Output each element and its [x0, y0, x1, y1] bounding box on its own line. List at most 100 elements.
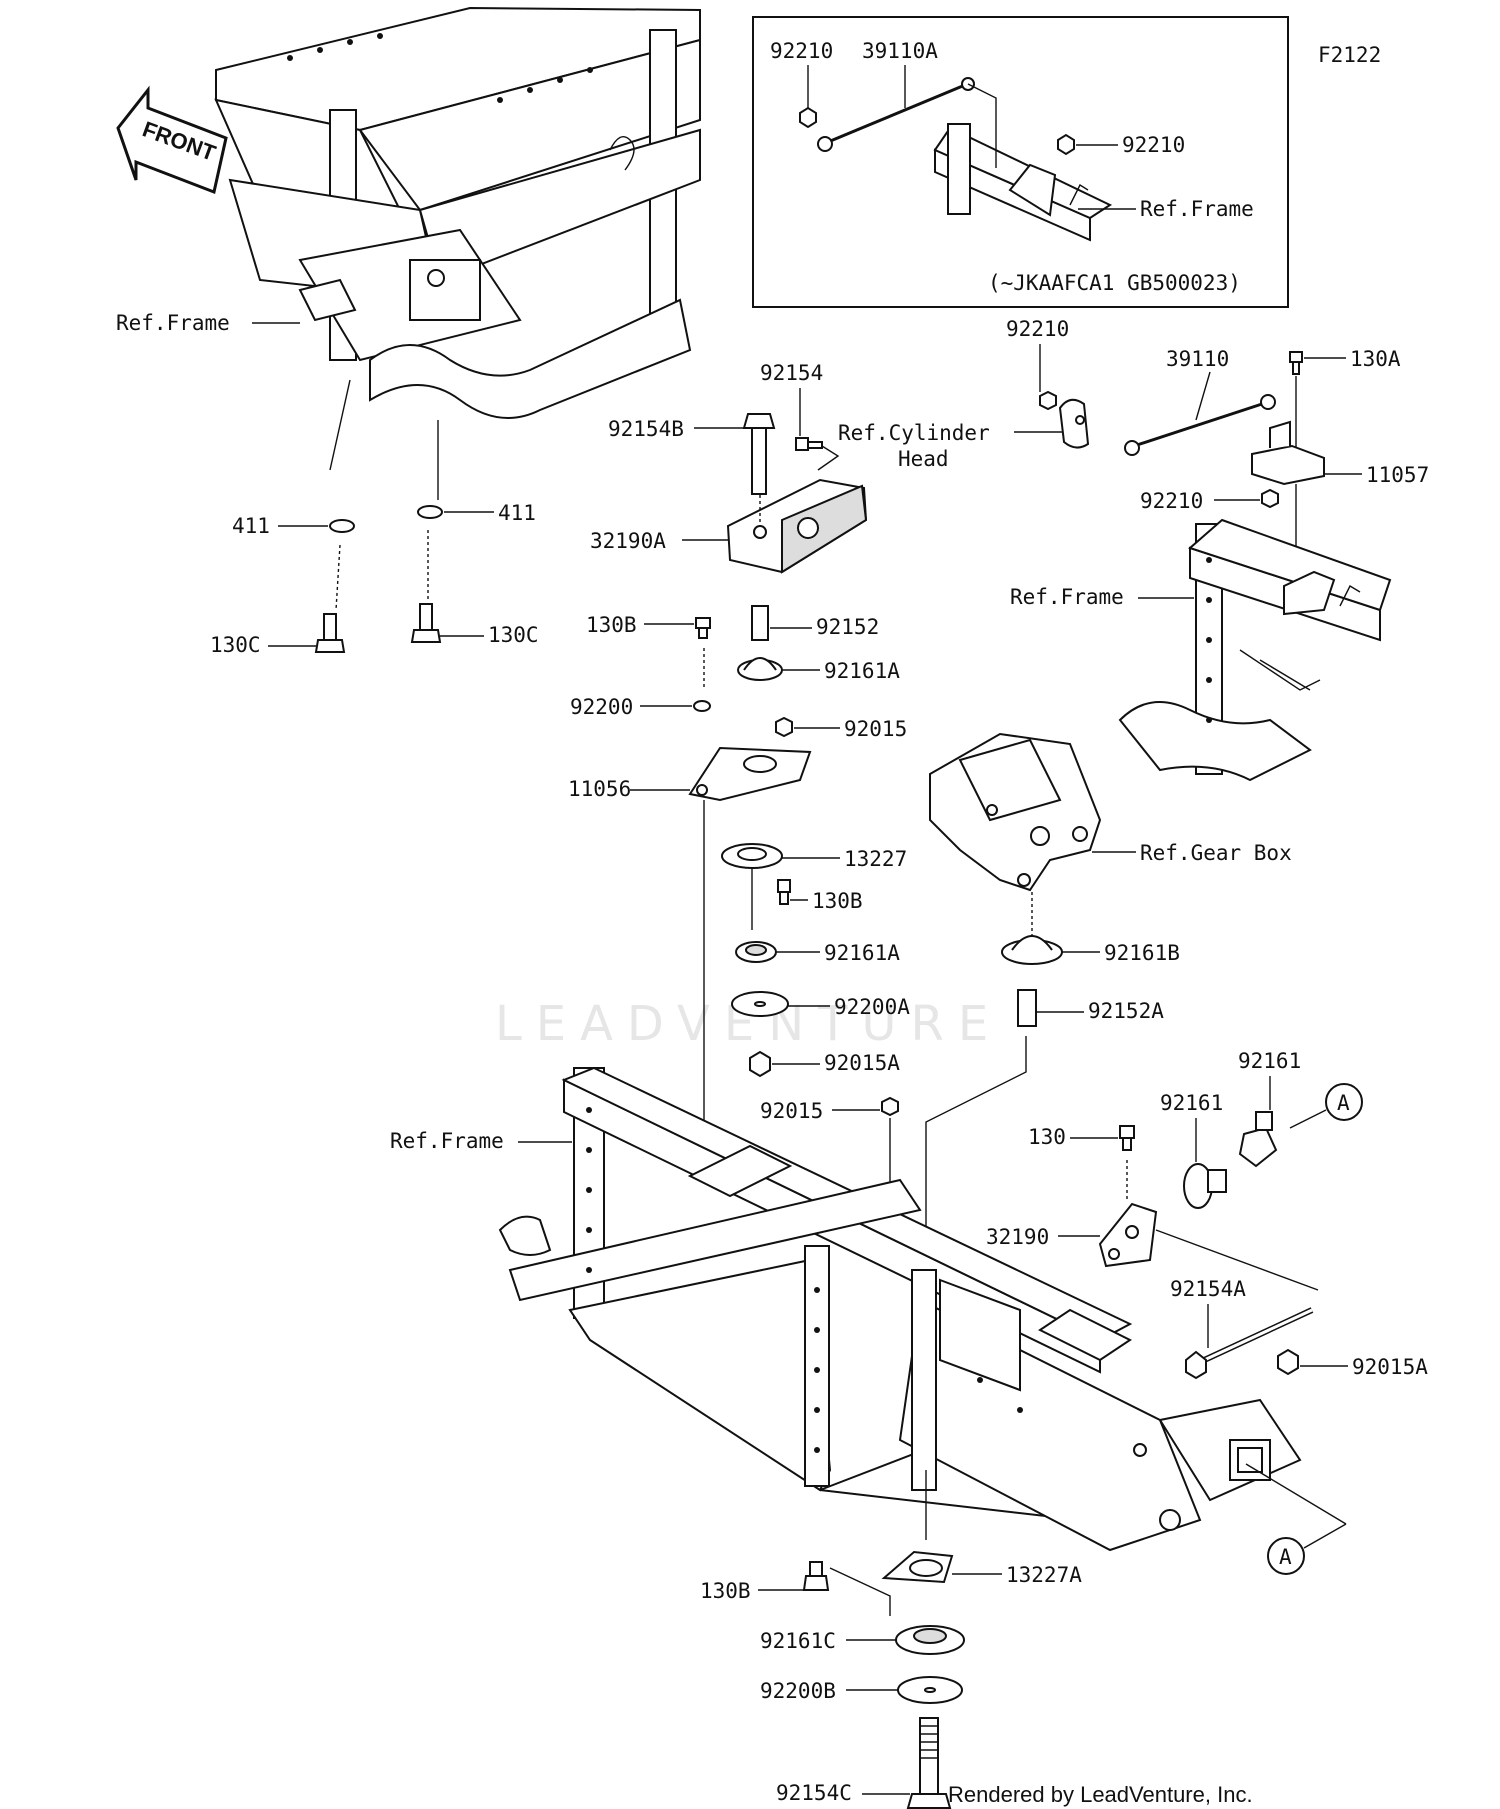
inset-box: 92210 39110A 92210 Ref.Frame (~JKAAFCA1 … — [752, 16, 1289, 308]
nut-92210-d — [1261, 488, 1279, 509]
label-13227: 13227 — [844, 847, 907, 871]
label-32190: 32190 — [986, 1225, 1049, 1249]
label-92015-b: 92015 — [760, 1099, 823, 1123]
bolt-92154B — [742, 413, 776, 495]
label-inset-92210-b: 92210 — [1122, 133, 1185, 157]
inset-frame-drawing — [933, 123, 1113, 242]
mount-92161-b — [1183, 1163, 1227, 1209]
frame-top-left-drawing — [214, 6, 701, 419]
callout-A-bottom-letter: A — [1279, 1545, 1292, 1569]
label-92200: 92200 — [570, 695, 633, 719]
nut-92015-b — [881, 1096, 899, 1117]
bolt-130B-b — [777, 879, 791, 905]
label-130B-b: 130B — [812, 889, 863, 913]
washer-92200A — [731, 991, 789, 1017]
label-ref-frame-right: Ref.Frame — [1010, 585, 1124, 609]
gear-box-drawing — [929, 732, 1102, 892]
label-92161-a: 92161 — [1238, 1049, 1301, 1073]
label-92154A: 92154A — [1170, 1277, 1246, 1301]
washer-411-left — [329, 519, 355, 533]
collar-92152A — [1017, 989, 1037, 1027]
bracket-32190 — [1098, 1202, 1158, 1268]
inset-nut-a — [799, 106, 817, 129]
rubber-92161A-a — [737, 657, 783, 681]
label-92161C: 92161C — [760, 1629, 836, 1653]
label-92161A-b: 92161A — [824, 941, 900, 965]
label-92154C: 92154C — [776, 1781, 852, 1805]
bolt-130A — [1289, 351, 1303, 375]
label-130C-left: 130C — [210, 633, 261, 657]
label-92154: 92154 — [760, 361, 823, 385]
rubber-92161C — [895, 1625, 965, 1655]
diagram-code: F2122 — [1318, 43, 1381, 67]
bracket-cylinder-head — [1058, 398, 1090, 449]
nut-92015A-a — [749, 1050, 771, 1078]
label-ref-gearbox: Ref.Gear Box — [1140, 841, 1292, 865]
mount-92161-a — [1238, 1111, 1278, 1168]
footer-credit: Rendered by LeadVenture, Inc. — [948, 1782, 1253, 1807]
callout-A-bottom: A — [1245, 1463, 1347, 1575]
callout-A-top-letter: A — [1337, 1091, 1350, 1115]
label-ref-frame-bottom: Ref.Frame — [390, 1129, 504, 1153]
bolt-130B-c — [802, 1561, 830, 1591]
label-92154B: 92154B — [608, 417, 684, 441]
collar-92152 — [751, 605, 769, 641]
front-arrow: FRONT — [116, 85, 228, 195]
bolt-92154C — [906, 1717, 952, 1809]
rod-39110 — [1124, 394, 1276, 456]
label-92200B: 92200B — [760, 1679, 836, 1703]
nut-92015-a — [775, 716, 793, 738]
label-92161B: 92161B — [1104, 941, 1180, 965]
bolt-92154A — [1185, 1307, 1314, 1380]
label-92015A-b: 92015A — [1352, 1355, 1428, 1379]
inset-note: (~JKAAFCA1 GB500023) — [988, 271, 1241, 295]
label-92015A-a: 92015A — [824, 1051, 900, 1075]
label-130C-right: 130C — [488, 623, 539, 647]
label-13227A: 13227A — [1006, 1563, 1082, 1587]
label-411-right: 411 — [498, 501, 536, 525]
label-92015-a: 92015 — [844, 717, 907, 741]
bolt-130B-a — [695, 617, 711, 639]
label-11057: 11057 — [1366, 463, 1429, 487]
label-ref-cyl-2: Head — [898, 447, 949, 471]
label-inset-39110A: 39110A — [862, 39, 938, 63]
bolt-130C-right — [410, 603, 442, 643]
bolt-92154 — [795, 437, 823, 451]
frame-right-drawing — [1118, 518, 1392, 782]
bolt-130C-left — [314, 613, 346, 653]
label-130: 130 — [1028, 1125, 1066, 1149]
inset-rod-39110A — [817, 77, 997, 168]
nut-92210-c — [1039, 390, 1057, 411]
bracket-32190A — [726, 478, 868, 574]
label-92152: 92152 — [816, 615, 879, 639]
label-11056: 11056 — [568, 777, 631, 801]
label-92161A-a: 92161A — [824, 659, 900, 683]
label-92210-d: 92210 — [1140, 489, 1203, 513]
nut-92015A-b — [1277, 1348, 1299, 1376]
label-ref-cyl-1: Ref.Cylinder — [838, 421, 990, 445]
label-411-left: 411 — [232, 514, 270, 538]
label-130B-c: 130B — [700, 1579, 751, 1603]
label-130A: 130A — [1350, 347, 1401, 371]
rubber-92161A-b — [735, 941, 777, 963]
plate-13227A — [881, 1550, 954, 1584]
label-92200A: 92200A — [834, 995, 910, 1019]
label-ref-frame-top: Ref.Frame — [116, 311, 230, 335]
label-32190A: 32190A — [590, 529, 666, 553]
bolt-130 — [1119, 1125, 1135, 1151]
label-92210-c: 92210 — [1006, 317, 1069, 341]
washer-92200 — [693, 700, 711, 712]
inset-nut-b — [1057, 133, 1075, 156]
rubber-92161B — [1001, 935, 1063, 965]
washer-411-right — [417, 505, 443, 519]
bracket-11057 — [1251, 420, 1325, 486]
washer-92200B — [897, 1676, 963, 1704]
plate-13227 — [721, 843, 783, 869]
plate-11056 — [688, 746, 812, 802]
label-39110: 39110 — [1166, 347, 1229, 371]
callout-A-top: A — [1289, 1083, 1363, 1129]
label-92161-b: 92161 — [1160, 1091, 1223, 1115]
label-inset-ref-frame: Ref.Frame — [1140, 197, 1254, 221]
